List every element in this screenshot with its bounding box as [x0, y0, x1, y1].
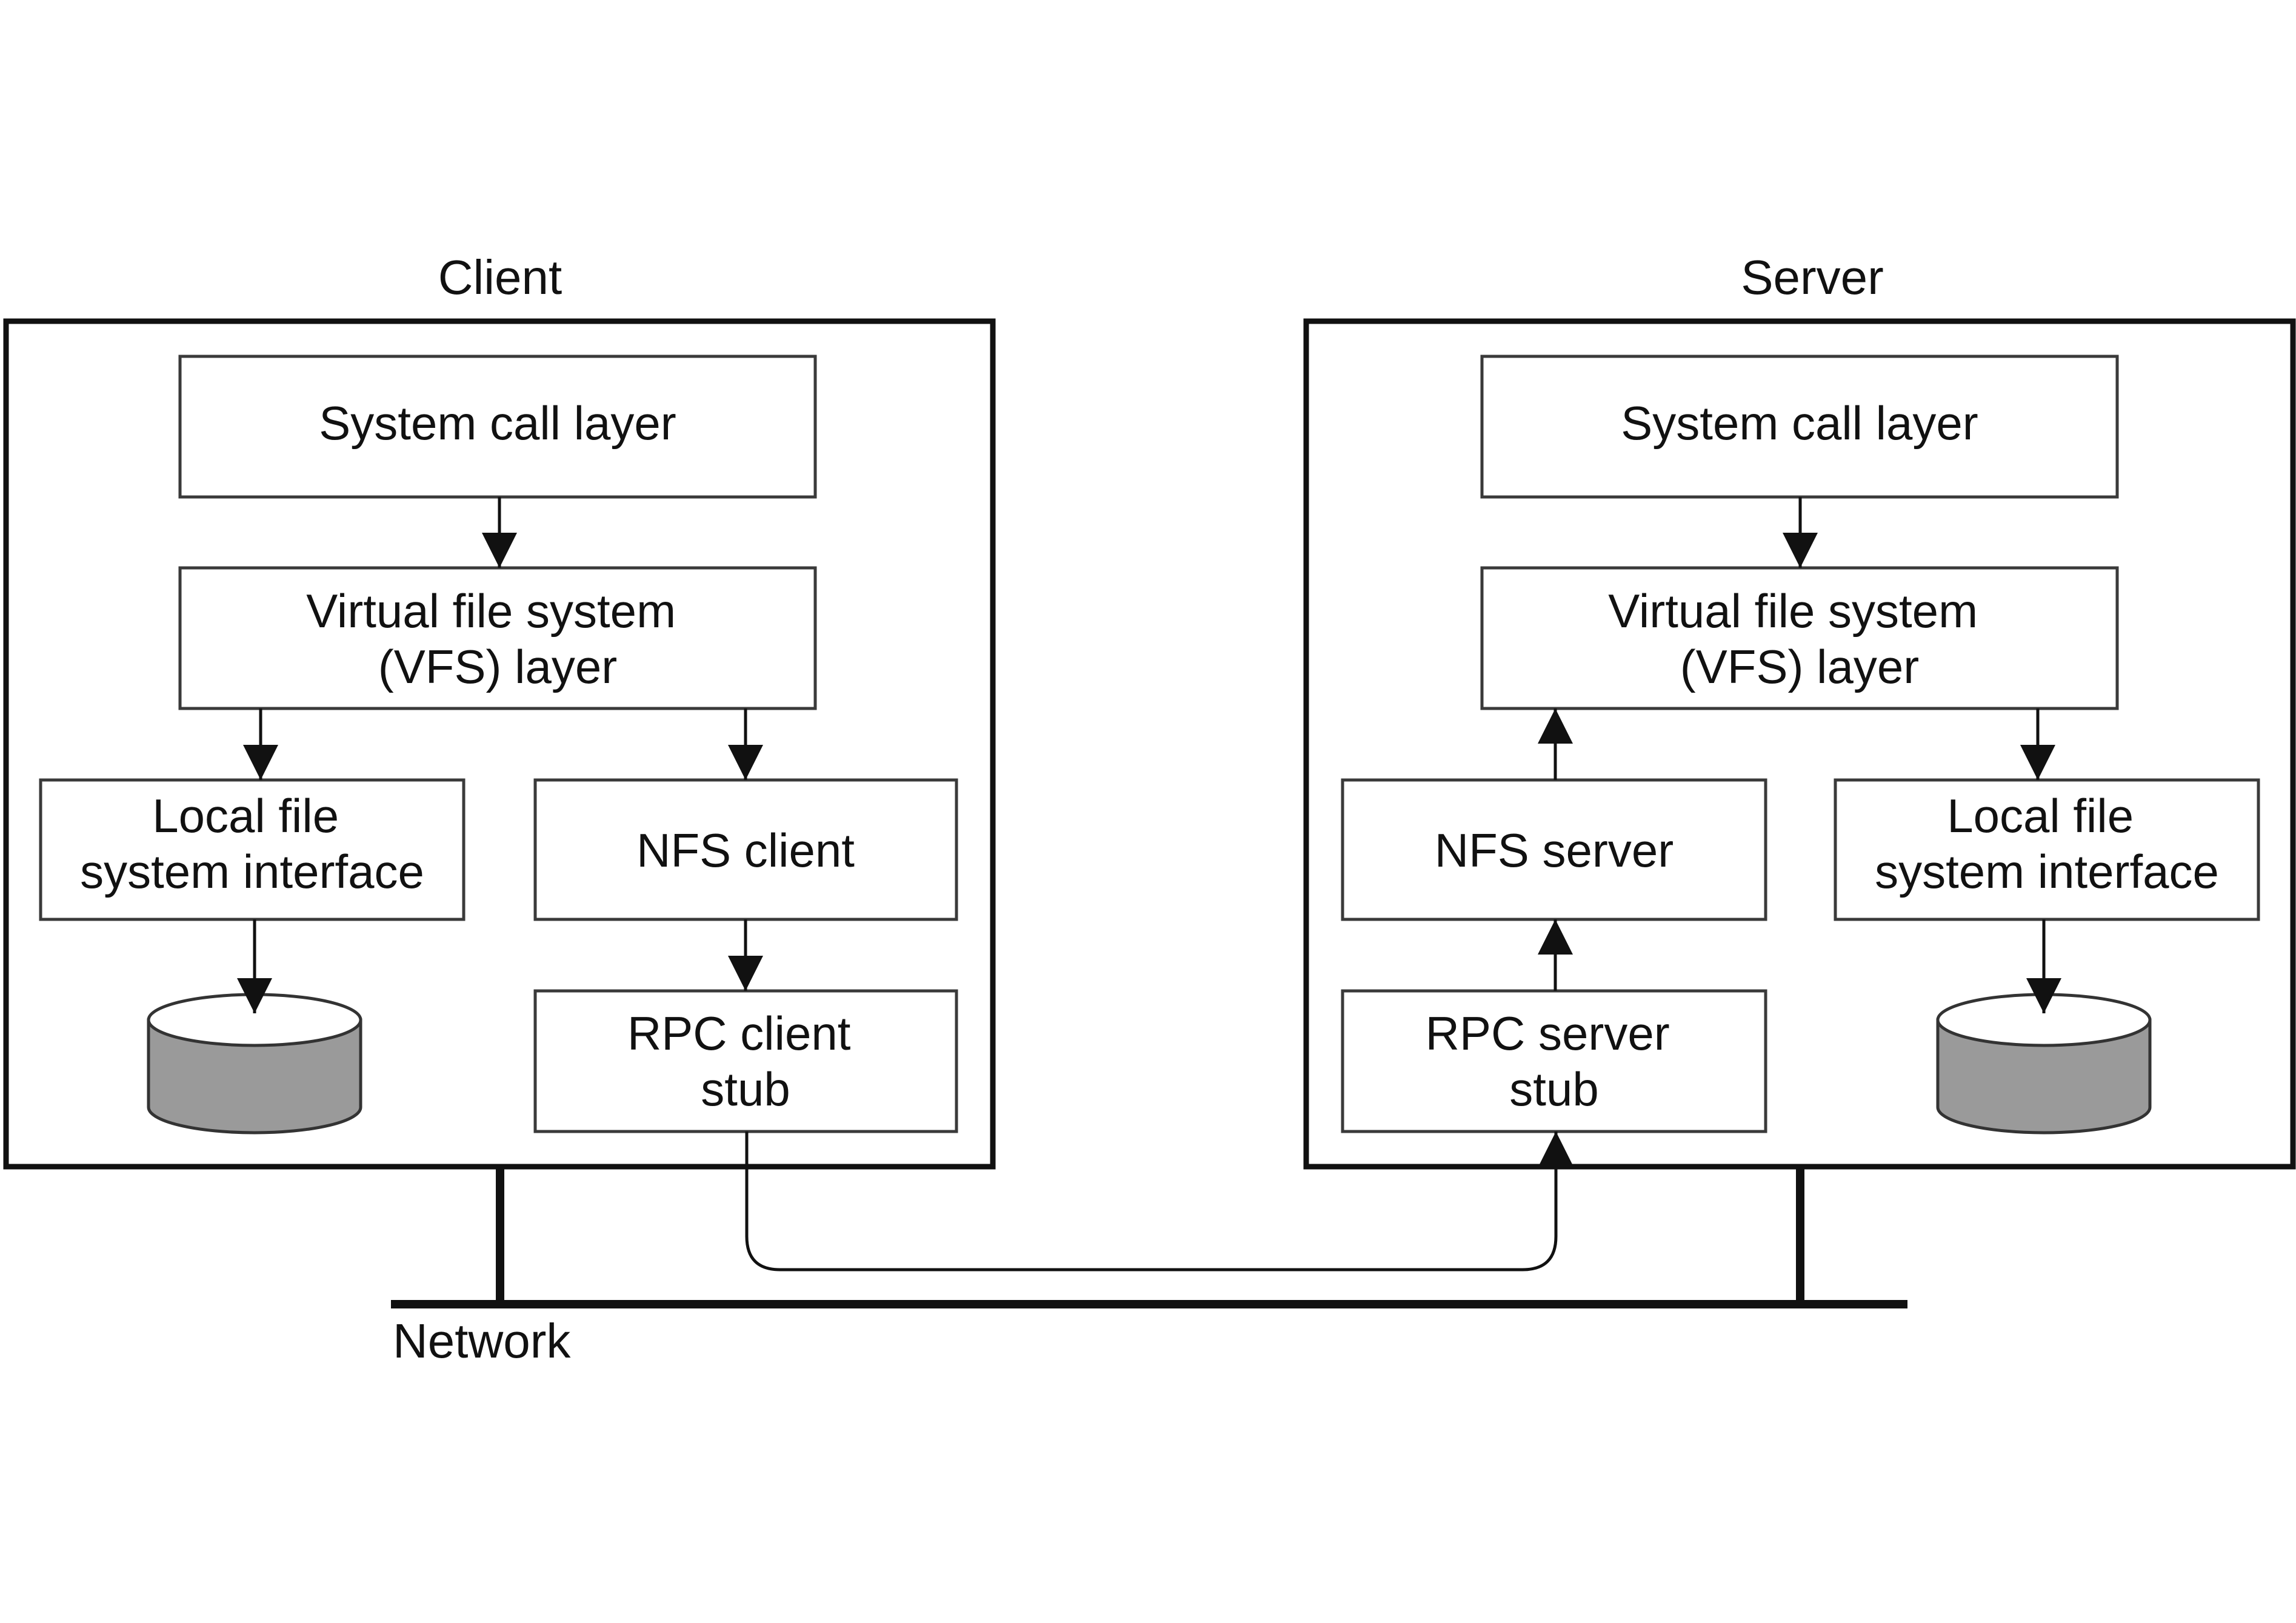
network-label: Network	[393, 1314, 571, 1368]
server-rpc-server-stub: RPC server stub	[1341, 989, 1767, 1133]
rpc-message-path	[745, 1131, 1573, 1271]
server-rpc-stub-label: RPC server stub	[1426, 1007, 1683, 1116]
client-local-fs-label: Local file system interface	[80, 789, 424, 898]
client-nfs-client: NFS client	[533, 778, 958, 921]
client-system-call-layer-label: System call layer	[319, 396, 676, 450]
server-nfs-server-label: NFS server	[1435, 824, 1674, 877]
server-vfs-label: Virtual file system (VFS) layer	[1608, 584, 1991, 693]
server-vfs-layer: Virtual file system (VFS) layer	[1480, 566, 2119, 710]
server-nfs-server: NFS server	[1341, 778, 1767, 921]
server-title: Server	[1741, 250, 1884, 304]
client-rpc-stub-label: RPC client stub	[627, 1007, 864, 1116]
server-system-call-layer: System call layer	[1480, 355, 2119, 499]
server-local-fs-interface: Local file system interface	[1834, 778, 2260, 921]
server-local-fs-label: Local file system interface	[1875, 789, 2219, 898]
client-title: Client	[438, 250, 562, 304]
client-nfs-client-label: NFS client	[636, 824, 855, 877]
disk-icon	[1936, 993, 2152, 1135]
client-rpc-client-stub: RPC client stub	[533, 989, 958, 1133]
client-system-call-layer: System call layer	[178, 355, 817, 499]
disk-icon	[147, 993, 362, 1135]
client-vfs-label: Virtual file system (VFS) layer	[306, 584, 689, 693]
server-system-call-layer-label: System call layer	[1621, 396, 1978, 450]
client-vfs-layer: Virtual file system (VFS) layer	[178, 566, 817, 710]
client-local-fs-interface: Local file system interface	[39, 778, 466, 921]
